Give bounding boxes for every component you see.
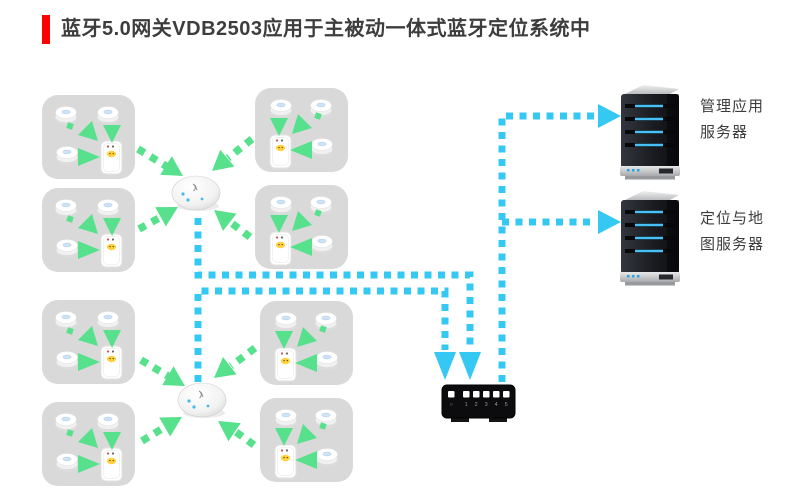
switch-foot xyxy=(489,418,507,422)
beacon-cluster xyxy=(255,185,348,269)
bluetooth-signal-line xyxy=(228,345,258,369)
bluetooth-signal-line xyxy=(140,423,167,445)
network-link-line-gateway1-switch xyxy=(194,218,474,350)
bluetooth-gateway xyxy=(171,175,221,212)
switch-port-label: 4 xyxy=(495,402,498,408)
network-link-arrowhead-right xyxy=(598,210,621,234)
network-link-arrowhead-down xyxy=(434,352,456,380)
beacon-cluster xyxy=(42,188,135,272)
switch-power-label: ○ xyxy=(450,402,453,408)
bluetooth-signal-line xyxy=(225,136,255,161)
switch-port-label: 2 xyxy=(475,402,478,408)
beacon-cluster xyxy=(42,402,135,486)
switch-port-label: 5 xyxy=(505,402,508,408)
network-link-line-gateway2-switch xyxy=(194,287,449,382)
switch-port-label: 1 xyxy=(465,402,468,408)
network-link-arrowhead-down xyxy=(459,352,481,380)
server-label-positioning-map: 定位与地图服务器 xyxy=(700,210,765,253)
switch-foot xyxy=(451,418,469,422)
bluetooth-signal-arrowhead xyxy=(207,357,237,387)
beacon-cluster xyxy=(260,398,353,482)
network-link-arrowhead-right xyxy=(598,104,621,128)
beacon-cluster xyxy=(42,95,135,179)
beacon-cluster xyxy=(255,88,348,172)
switch-port-label: 3 xyxy=(485,402,488,408)
bluetooth-signal-arrowhead xyxy=(204,149,235,180)
red-accent-bar xyxy=(42,15,50,44)
title-bar: 蓝牙5.0网关VDB2503应用于主被动一体式蓝牙定位系统中 xyxy=(42,15,591,44)
page-title: 蓝牙5.0网关VDB2503应用于主被动一体式蓝牙定位系统中 xyxy=(61,18,591,40)
switch-leds xyxy=(448,391,510,398)
bluetooth-signal-arrowhead xyxy=(159,407,188,437)
beacon-cluster xyxy=(260,301,353,385)
beacon-cluster xyxy=(42,300,135,384)
bluetooth-gateway xyxy=(177,382,227,419)
positioning-map-server xyxy=(620,191,680,286)
bluetooth-signal-line xyxy=(137,213,163,233)
server-label-management: 管理应用服务器 xyxy=(700,98,765,141)
server-tower xyxy=(620,85,680,180)
network-link-line-switch-server1 xyxy=(498,112,596,382)
server-tower xyxy=(620,191,680,286)
bluetooth-signal-line xyxy=(136,145,168,170)
bluetooth-signal-line xyxy=(139,356,170,380)
bluetooth-signal-line xyxy=(233,428,257,449)
ethernet-switch: ○ 1 2 3 4 5 xyxy=(441,384,516,422)
management-server xyxy=(620,85,680,180)
bluetooth-signal-line xyxy=(227,219,253,240)
